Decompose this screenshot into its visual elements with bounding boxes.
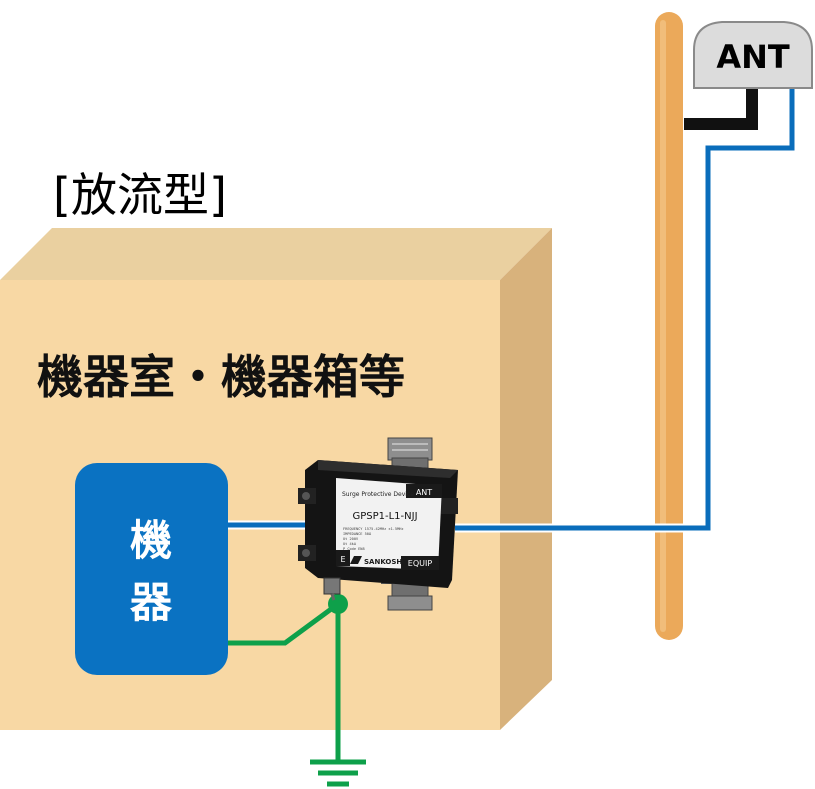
ground-junction-node (328, 594, 348, 614)
antenna-pole (655, 12, 683, 640)
sankosha-logo-icon: SANKOSHA (350, 556, 408, 566)
device-spec-row: P Code EN8 (343, 547, 365, 551)
device-spec-row: FREQUENCY 1575.42MHz ±1.5MHz (343, 527, 404, 531)
antenna-cables (455, 86, 797, 533)
device-brand: SANKOSHA (364, 558, 408, 566)
equipment-label-line1: 機 (130, 516, 172, 565)
device-spec-row: Ut 200V (343, 537, 359, 541)
device-spec-row: IMPEDANCE 50Ω (343, 532, 372, 536)
device-spec-table: FREQUENCY 1575.42MHz ±1.5MHz IMPEDANCE 5… (343, 527, 404, 551)
equipment-label-line2: 器 (130, 578, 173, 627)
box-side-face (500, 228, 552, 730)
device-subtitle: Surge Protective Device (342, 491, 414, 498)
device-model: GPSP1-L1-NJJ (352, 511, 417, 522)
surge-protective-device: Surge Protective Device ANT GPSP1-L1-NJJ… (298, 437, 458, 611)
ground-symbol-icon (310, 759, 366, 787)
equipment-block: 機 器 (75, 463, 228, 675)
device-port-ant: ANT (416, 488, 432, 497)
device-port-equip: EQUIP (408, 559, 433, 568)
diagram-title: [放流型] (53, 168, 227, 222)
antenna-label: ANT (716, 38, 790, 76)
device-spec-row: Ut 4kA (343, 542, 357, 546)
antenna-unit: ANT (693, 21, 813, 89)
device-port-e: E (340, 555, 345, 564)
room-label: 機器室・機器箱等 (37, 350, 405, 404)
antenna-black-cable (684, 86, 758, 130)
box-top-face (0, 228, 552, 280)
